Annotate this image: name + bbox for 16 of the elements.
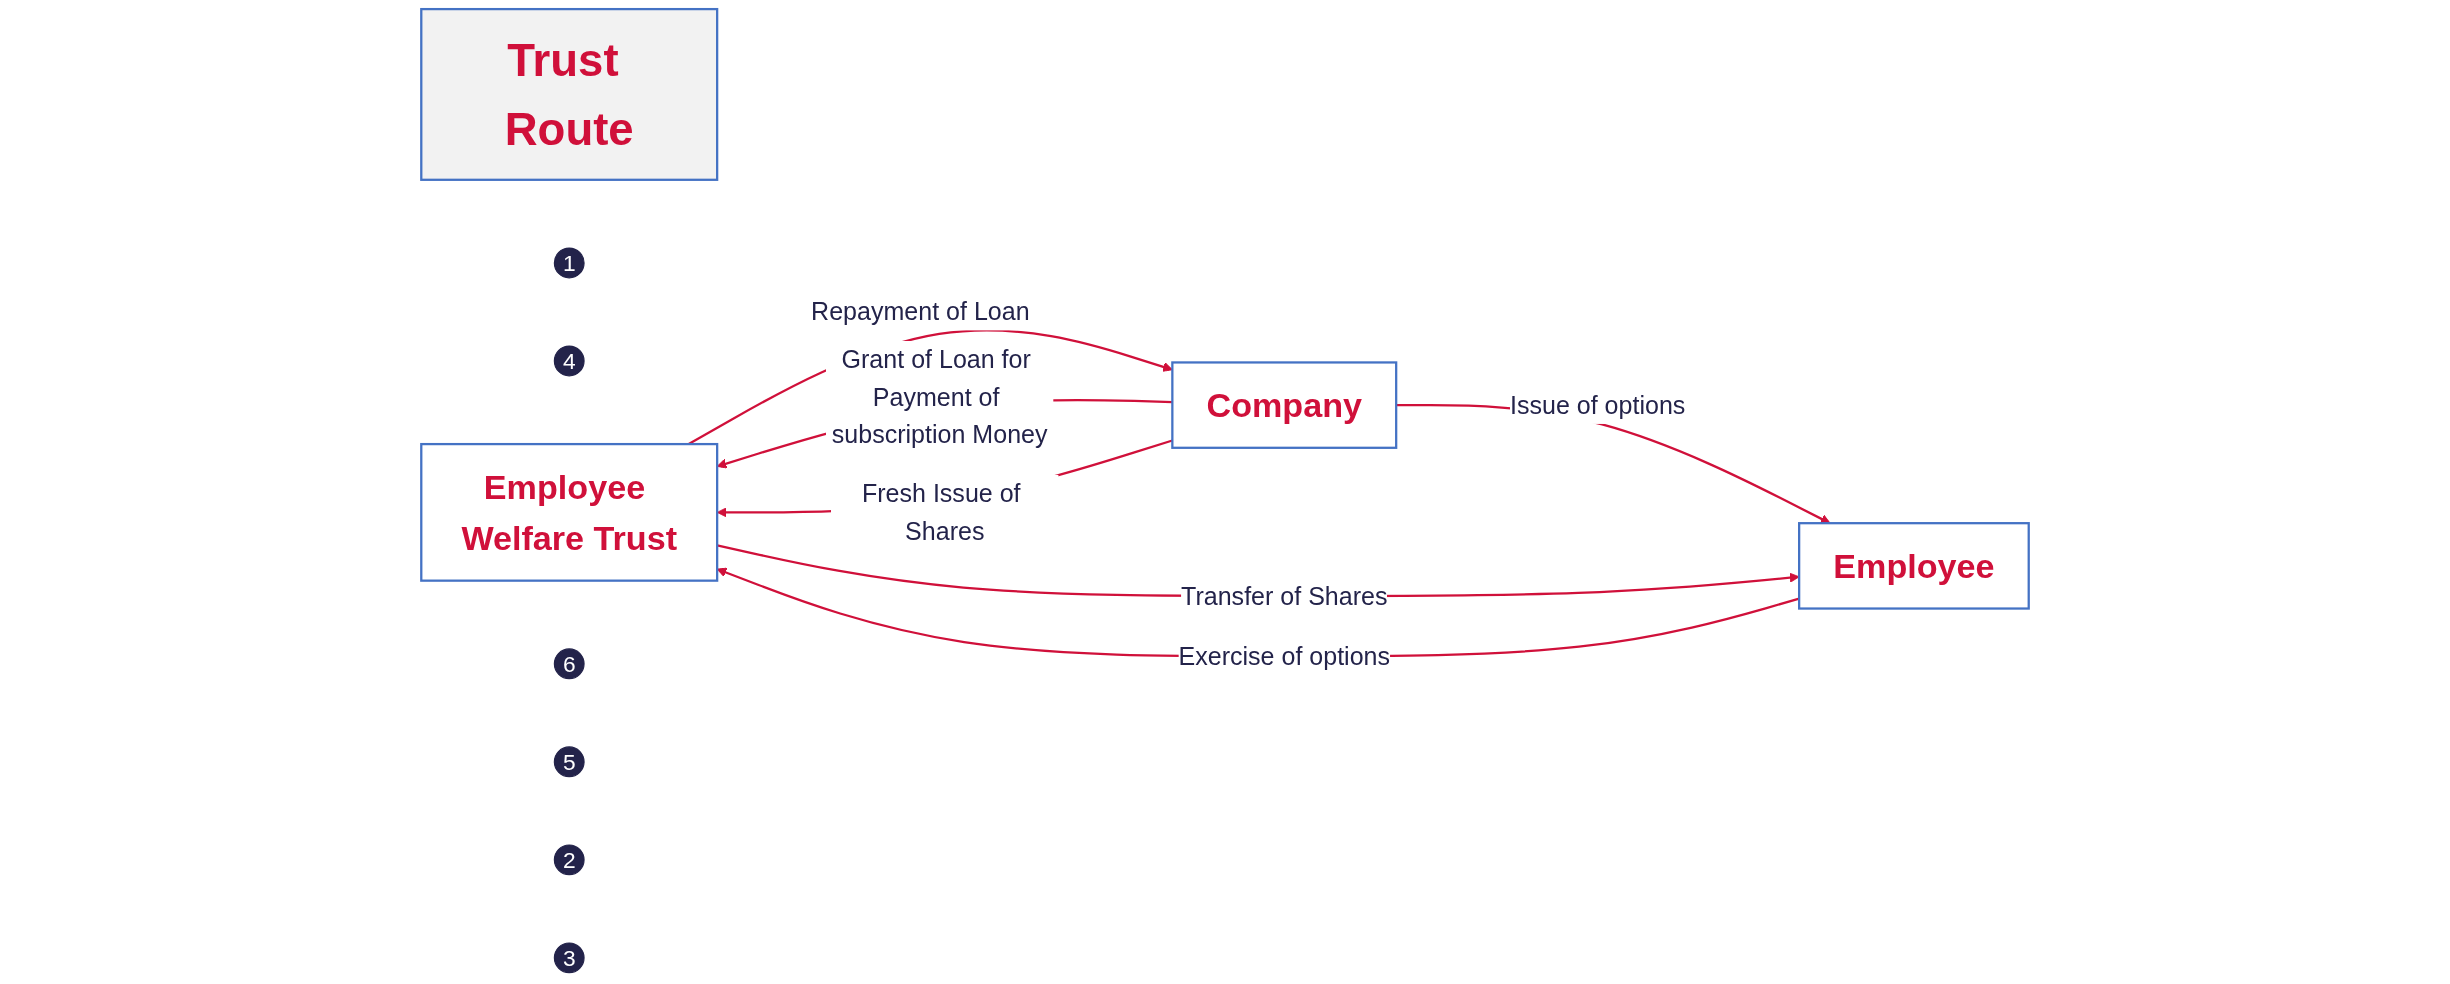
node-circle: 2 xyxy=(553,844,585,876)
edge-label: Repayment of Loan xyxy=(811,297,1030,327)
node-circle: 6 xyxy=(553,648,585,680)
node-box: Trust Route xyxy=(420,7,719,181)
edge-label: Transfer of Shares xyxy=(1181,581,1388,611)
node-circle: 1 xyxy=(553,247,585,279)
node-circle: 4 xyxy=(553,345,585,377)
edge-label: Fresh Issue of Shares xyxy=(861,479,1021,546)
edge-label: Grant of Loan for Payment of subscription Money xyxy=(831,345,1048,450)
node-box: Employee Welfare Trust xyxy=(420,442,719,582)
edge-label: Issue of options xyxy=(1509,390,1686,420)
node-circle: 3 xyxy=(553,942,585,974)
node-box: Company xyxy=(1171,361,1398,449)
edge-label: Exercise of options xyxy=(1178,642,1391,671)
node-box: Employee xyxy=(1798,522,2030,610)
node-circle: 5 xyxy=(553,746,585,778)
